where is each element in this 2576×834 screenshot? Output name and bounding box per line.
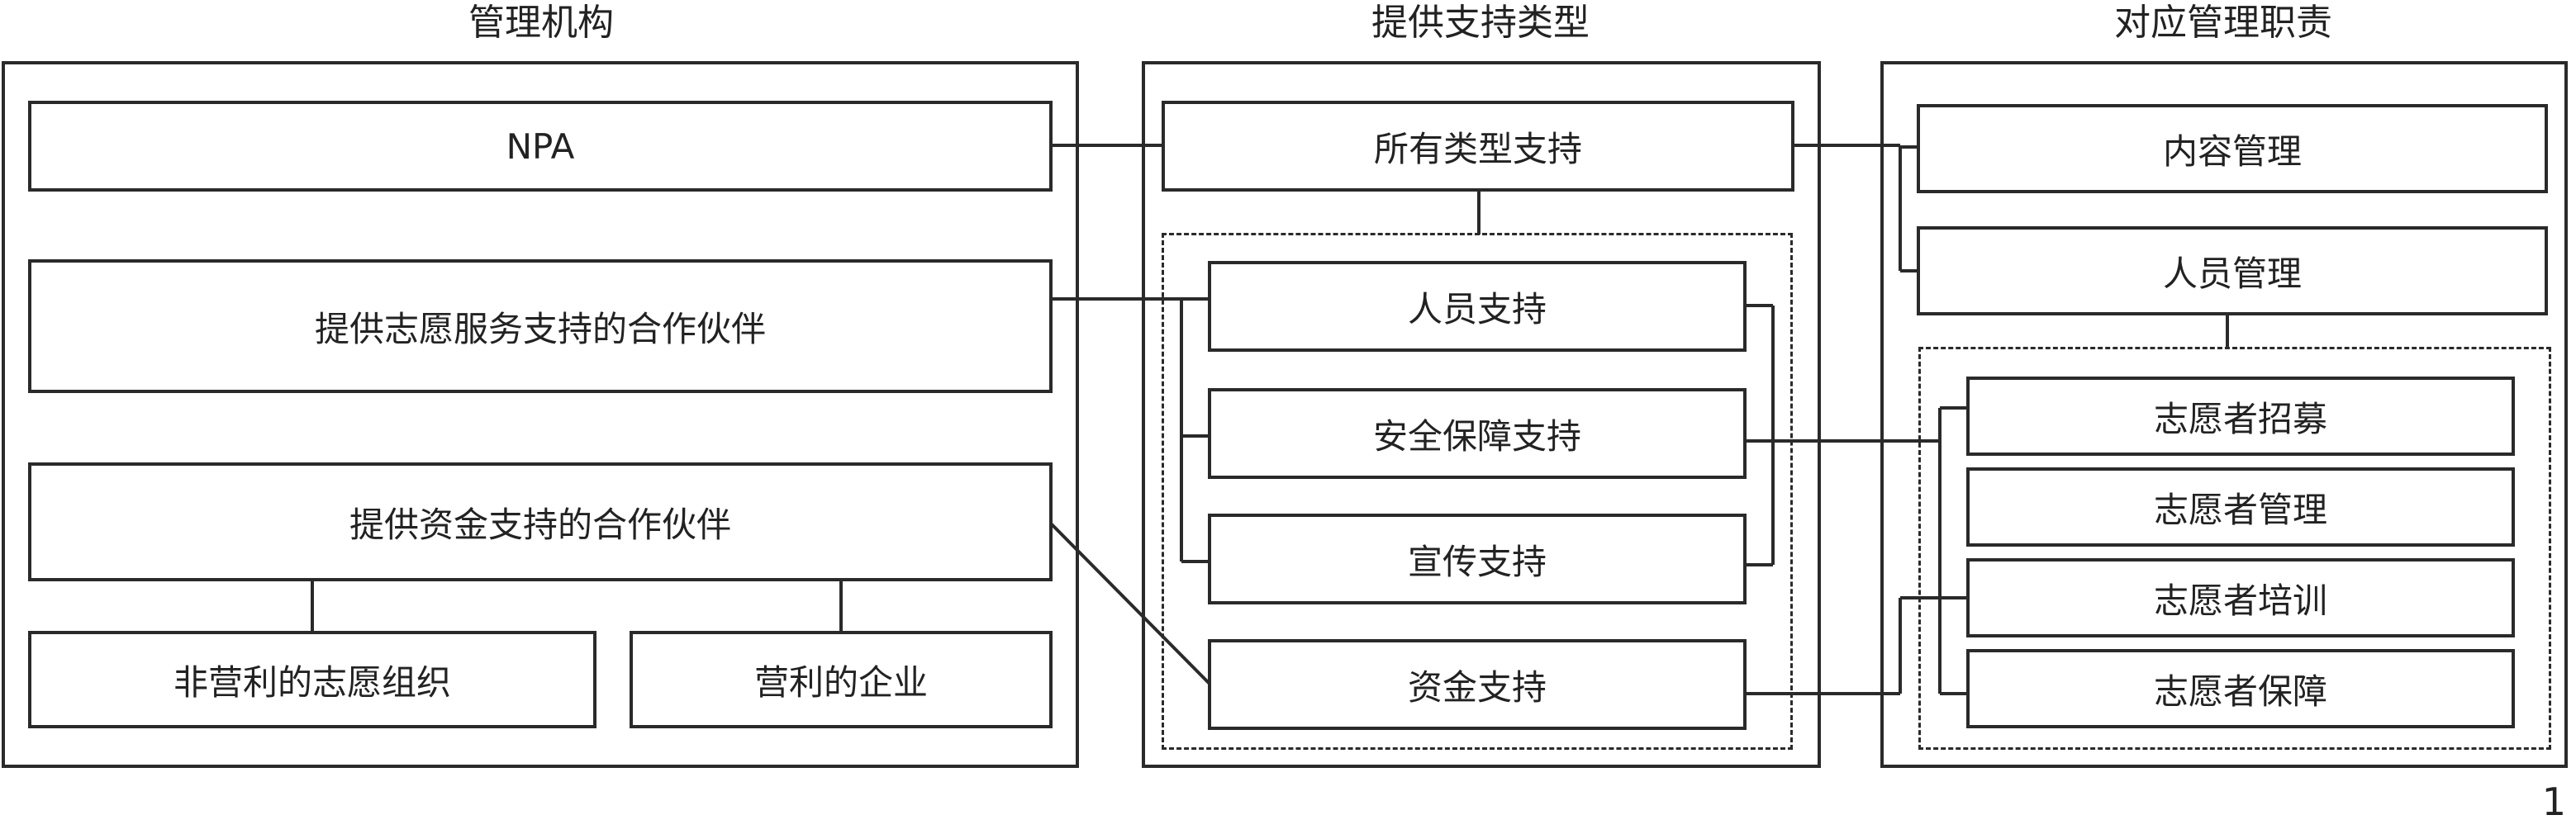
connector-funding-partner <box>1049 522 1211 685</box>
node-volunteer-mgmt: 志愿者管理 <box>1966 467 2515 547</box>
node-npa: NPA <box>28 101 1053 192</box>
node-volunteer-security: 志愿者保障 <box>1966 649 2515 728</box>
support-types-panel <box>1142 61 1821 768</box>
volunteer-duties-group <box>1918 347 2551 750</box>
column-title-duties: 对应管理职责 <box>2114 2 2332 44</box>
node-funding-partner: 提供资金支持的合作伙伴 <box>28 462 1053 581</box>
node-safety-support: 安全保障支持 <box>1208 388 1747 479</box>
node-content-mgmt: 内容管理 <box>1917 104 2548 193</box>
node-funding-support: 资金支持 <box>1208 639 1747 730</box>
node-volunteer-recruit: 志愿者招募 <box>1966 377 2515 456</box>
duties-panel <box>1880 61 2568 768</box>
node-publicity-support: 宣传支持 <box>1208 514 1747 604</box>
node-personnel-mgmt: 人员管理 <box>1917 226 2548 315</box>
node-volunteer-partner: 提供志愿服务支持的合作伙伴 <box>28 259 1053 393</box>
node-personnel-support: 人员支持 <box>1208 261 1747 352</box>
node-volunteer-training: 志愿者培训 <box>1966 558 2515 637</box>
column-title-management: 管理机构 <box>468 2 614 44</box>
node-forprofit-org: 营利的企业 <box>630 631 1053 728</box>
page-number: 1 <box>2541 780 2566 824</box>
node-all-types: 所有类型支持 <box>1162 101 1794 192</box>
column-title-support-types: 提供支持类型 <box>1371 2 1590 44</box>
node-nonprofit-org: 非营利的志愿组织 <box>28 631 596 728</box>
management-panel <box>2 61 1079 768</box>
